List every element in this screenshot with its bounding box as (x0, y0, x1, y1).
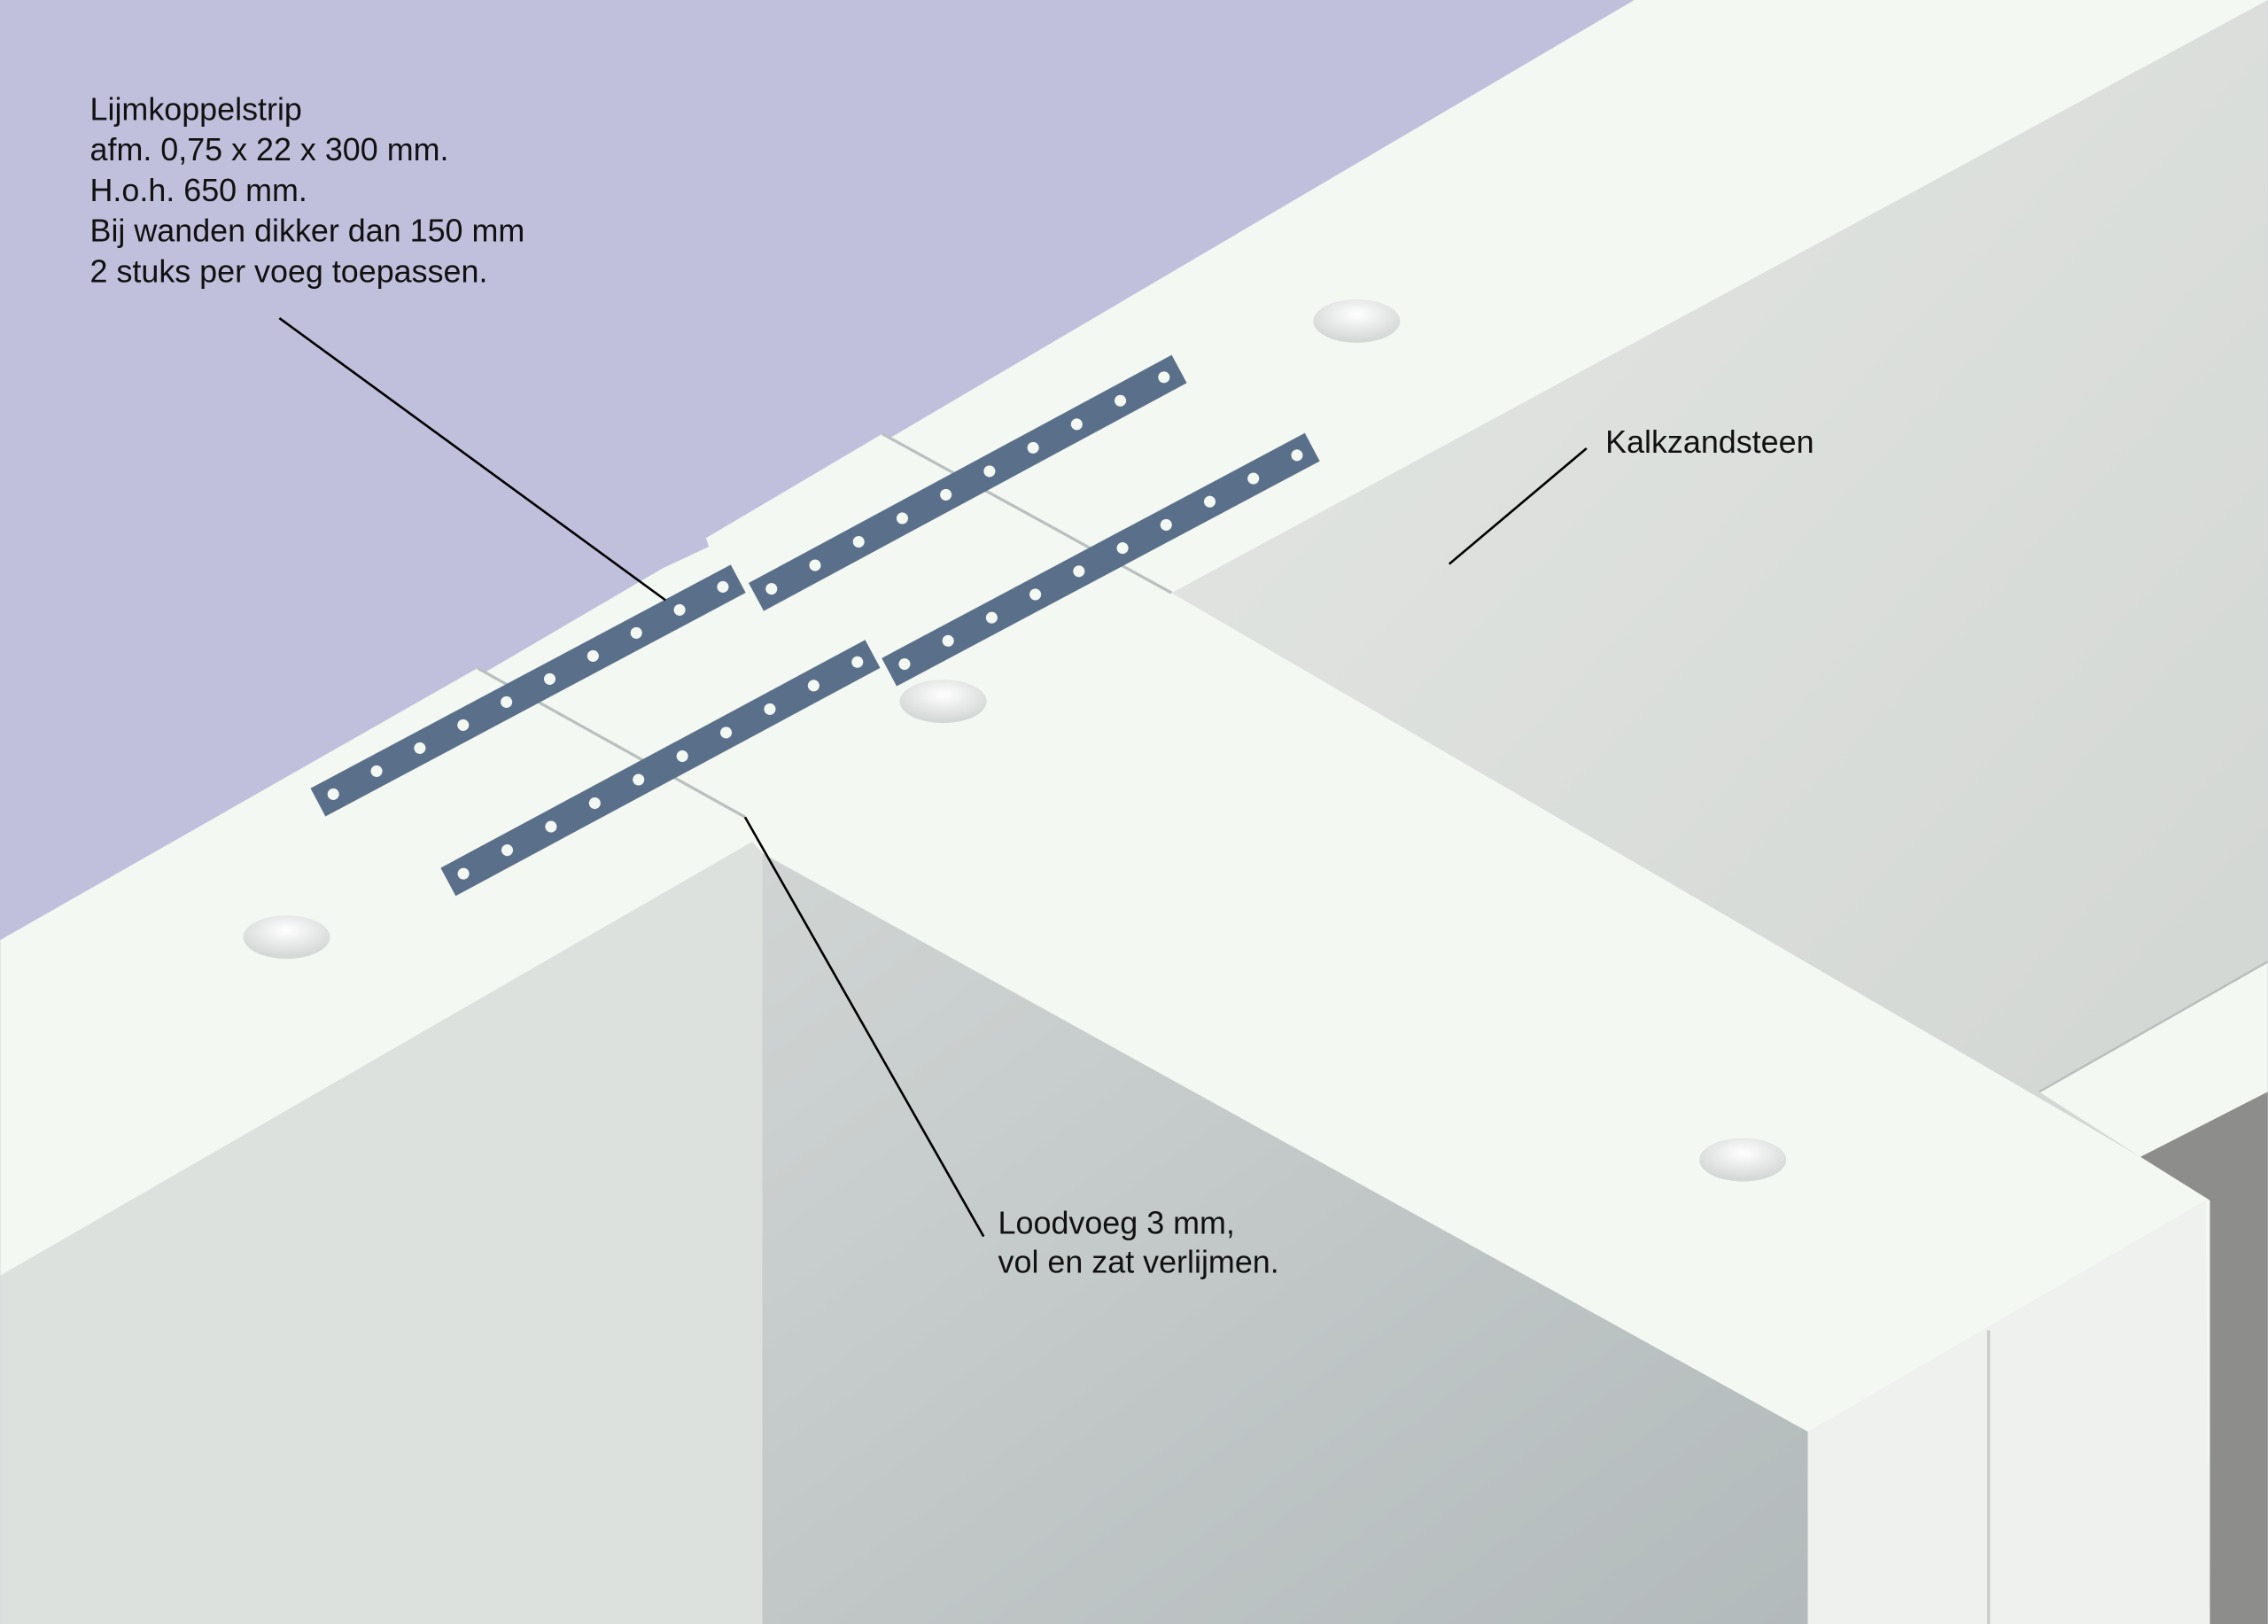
leader-line-strip (278, 317, 666, 602)
strip-hole (807, 680, 819, 692)
anchor-dimple (1699, 1138, 1787, 1182)
strip-hole (414, 742, 426, 754)
block-joint-edge (2039, 960, 2268, 1093)
wall-end-face (1807, 1200, 2210, 1624)
strip-label-line: Bij wanden dikker dan 150 mm (90, 214, 525, 249)
material-label: Kalkzandsteen (1605, 424, 1814, 460)
strip-hole (501, 695, 513, 708)
wall-shaded-face (762, 853, 1808, 1624)
strip-hole (673, 603, 686, 616)
strip-hole (1160, 518, 1172, 531)
strip-hole (942, 634, 954, 647)
joint-label-line: vol en zat verlijmen. (998, 1244, 1279, 1279)
strip-hole (985, 611, 998, 624)
strip-hole (717, 580, 729, 593)
left-wall-front-face (0, 841, 763, 1624)
glue-coupling-strip (749, 354, 1187, 611)
strip-hole (1115, 394, 1127, 407)
material-label-line: Kalkzandsteen (1605, 424, 1814, 460)
glue-coupling-strip (440, 640, 881, 897)
strip-hole (764, 703, 776, 715)
strip-hole (1291, 449, 1303, 462)
strip-hole (676, 750, 688, 762)
strip-hole (720, 727, 733, 739)
strip-hole (852, 535, 865, 548)
leader-line-material (1448, 447, 1588, 565)
dimples (243, 299, 1787, 1182)
joint-label-line: Loodvoeg 3 mm, (998, 1205, 1235, 1240)
anchor-dimple (243, 915, 330, 960)
strip-hole (633, 773, 645, 786)
anchor-dimple (1313, 299, 1401, 343)
strip-hole (1247, 472, 1260, 485)
vertical-joint (882, 432, 1173, 594)
strip-hole (1073, 565, 1085, 578)
strip-hole (940, 488, 952, 501)
ground (2140, 1092, 2268, 1624)
strip-hole (809, 559, 821, 571)
strip-hole (588, 796, 601, 810)
strip-label-line: 2 stuks per voeg toepassen. (90, 253, 488, 289)
strip-hole (457, 719, 470, 731)
strip-label-line: Lijmkoppelstrip (90, 91, 302, 127)
strip-hole (1203, 495, 1216, 508)
strip-hole (898, 657, 911, 671)
strip-hole (1027, 441, 1039, 454)
strip-hole (1116, 542, 1129, 555)
strip-hole (1029, 588, 1042, 601)
strip-hole (1070, 418, 1083, 431)
strip-hole (327, 788, 339, 800)
strip-hole (630, 626, 642, 639)
strip-label-line: H.o.h. 650 mm. (90, 173, 307, 208)
strip-hole (851, 656, 864, 668)
glue-coupling-strips (310, 354, 1320, 897)
strip-hole (457, 867, 470, 880)
strip-hole (543, 672, 556, 685)
strip-hole (501, 844, 514, 857)
joint-label: Loodvoeg 3 mm, vol en zat verlijmen. (998, 1205, 1279, 1279)
strip-label: Lijmkoppelstrip afm. 0,75 x 22 x 300 mm.… (90, 91, 534, 289)
right-wall-side-face (1171, 0, 2268, 1157)
strip-hole (586, 649, 599, 662)
strip-hole (765, 583, 778, 595)
strip-label-line: afm. 0,75 x 22 x 300 mm. (90, 132, 449, 167)
glue-coupling-strip (882, 432, 1320, 687)
anchor-dimple (899, 680, 987, 724)
strip-hole (370, 765, 383, 777)
strip-hole (896, 512, 908, 524)
strip-hole (545, 820, 557, 833)
glue-coupling-strip (310, 564, 746, 817)
leader-line-joint (743, 816, 985, 1238)
strip-hole (1158, 371, 1170, 384)
strip-hole (983, 465, 996, 478)
